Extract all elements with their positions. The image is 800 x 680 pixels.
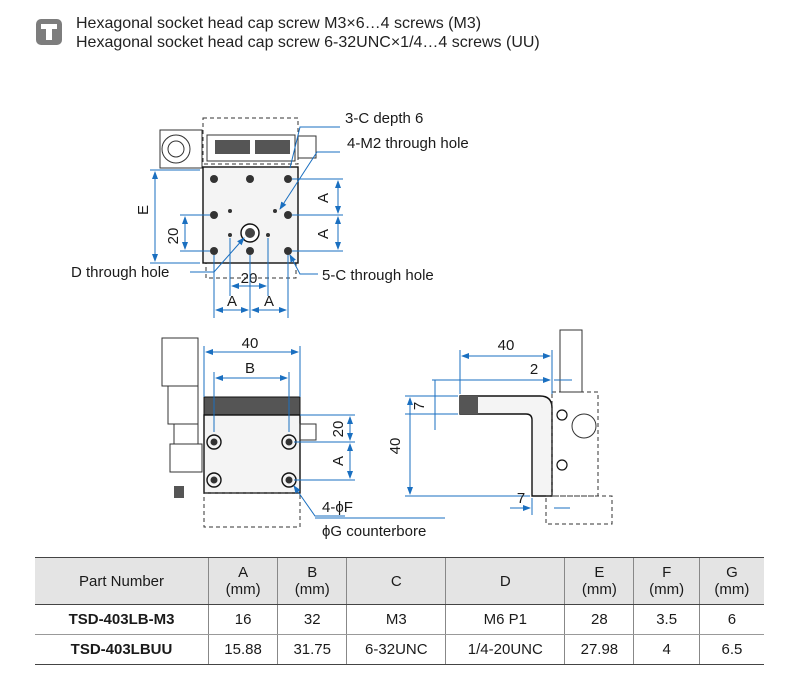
table-cell: M6 P1 <box>445 604 565 635</box>
part-number-cell: TSD-403LBUU <box>35 634 209 665</box>
table-cell: 32 <box>277 604 347 635</box>
table-cell: 4 <box>633 634 700 665</box>
table-cell: 31.75 <box>277 634 347 665</box>
header-b: B(mm) <box>277 557 347 605</box>
front-dim-40-label: 40 <box>242 335 259 352</box>
table-cell: 16 <box>207 604 278 635</box>
header-c: C <box>346 557 446 605</box>
front-dim-a-label: A <box>330 456 347 466</box>
front-dim-b-label: B <box>245 360 255 377</box>
side-dim-2-label: 2 <box>530 361 538 378</box>
dim-20-bottom-label: 20 <box>241 270 258 287</box>
header-d: D <box>445 557 565 605</box>
label-d-hole: D through hole <box>71 264 169 281</box>
table-cell: 15.88 <box>207 634 278 665</box>
table-row: TSD-403LBUU 15.88 31.75 6-32UNC 1/4-20UN… <box>35 634 764 665</box>
label-g-counterbore: ϕG counterbore <box>322 523 426 540</box>
table-cell: 1/4-20UNC <box>445 634 565 665</box>
side-dim-40-left-label: 40 <box>387 438 404 455</box>
side-dim-7-bottom-label: 7 <box>517 490 525 507</box>
front-dim-20-label: 20 <box>330 421 347 438</box>
screw-note-uu: Hexagonal socket head cap screw 6-32UNC×… <box>76 34 540 51</box>
top-view: E 20 A A 20 A A 3-C depth 6 4-M2 through… <box>71 110 469 318</box>
table-cell: 3.5 <box>633 604 700 635</box>
table-cell: 6.5 <box>698 634 764 665</box>
spec-table: Part Number A(mm) B(mm) C D E(mm) F(mm) … <box>35 557 764 665</box>
label-5c-hole: 5-C through hole <box>322 267 434 284</box>
table-cell: 27.98 <box>564 634 634 665</box>
screw-note-icon <box>36 19 62 45</box>
dim-e-label: E <box>135 205 152 215</box>
dim-a-bottom-left-label: A <box>227 293 237 310</box>
label-4-f: 4-ϕF <box>322 499 353 516</box>
side-view: 40 2 7 40 7 <box>387 329 613 525</box>
header-g: G(mm) <box>698 557 764 605</box>
header-part-number: Part Number <box>35 557 209 605</box>
table-cell: 28 <box>564 604 634 635</box>
header-f: F(mm) <box>633 557 700 605</box>
label-3c-depth: 3-C depth 6 <box>345 110 423 127</box>
table-cell: 6-32UNC <box>346 634 446 665</box>
dim-a-bottom-right-label: A <box>264 293 274 310</box>
table-cell: M3 <box>346 604 446 635</box>
dim-a-right-top-label: A <box>315 193 332 203</box>
header-a: A(mm) <box>207 557 278 605</box>
table-row: TSD-403LB-M3 16 32 M3 M6 P1 28 3.5 6 <box>35 604 764 635</box>
side-dim-7-left-label: 7 <box>411 402 428 410</box>
label-4m2-hole: 4-M2 through hole <box>347 135 469 152</box>
table-cell: 6 <box>698 604 764 635</box>
dim-a-right-bottom-label: A <box>315 229 332 239</box>
technical-drawing: E 20 A A 20 A A 3-C depth 6 4-M2 through… <box>71 110 613 540</box>
spec-table-header: Part Number A(mm) B(mm) C D E(mm) F(mm) … <box>35 557 764 605</box>
side-dim-40-top-label: 40 <box>498 337 515 354</box>
screw-note-m3: Hexagonal socket head cap screw M3×6…4 s… <box>76 15 482 32</box>
part-number-cell: TSD-403LB-M3 <box>35 604 209 635</box>
screw-note: Hexagonal socket head cap screw M3×6…4 s… <box>76 14 540 52</box>
header-e: E(mm) <box>564 557 634 605</box>
dim-20-left-label: 20 <box>165 228 182 245</box>
front-view: 40 B 20 A 4-ϕF ϕG counterbore <box>161 335 445 540</box>
